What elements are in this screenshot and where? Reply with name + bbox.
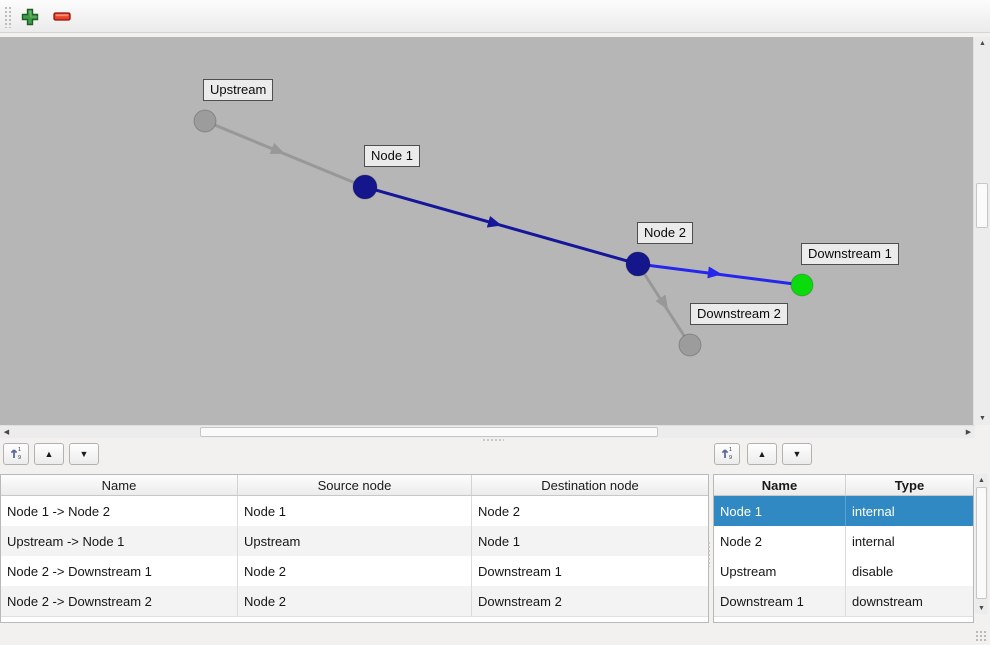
column-header-source[interactable]: Source node <box>238 475 472 495</box>
canvas-vertical-scrollbar[interactable]: ▲ ▼ <box>973 37 990 425</box>
svg-text:9: 9 <box>18 455 21 460</box>
node-upstream[interactable] <box>193 109 217 133</box>
cell-edge-name[interactable]: Node 2 -> Downstream 1 <box>1 556 238 586</box>
edge-node2-downstream1[interactable] <box>637 262 803 287</box>
svg-text:1: 1 <box>18 447 21 453</box>
window-resize-grip[interactable] <box>975 630 988 643</box>
edge-upstream-node1[interactable] <box>204 119 366 189</box>
cell-edge-name[interactable]: Node 2 -> Downstream 2 <box>1 586 238 616</box>
graph-canvas[interactable]: Upstream Node 1 Node 2 Downstream 1 Down… <box>0 37 973 425</box>
cell-edge-source[interactable]: Node 2 <box>238 586 472 616</box>
cell-node-name[interactable]: Upstream <box>714 556 846 586</box>
main-toolbar <box>0 0 990 33</box>
cell-node-type[interactable]: internal <box>852 533 895 549</box>
edges-table-header: Name Source node Destination node <box>1 475 708 496</box>
scroll-left-button[interactable]: ◀ <box>0 426 13 438</box>
cell-node-type[interactable]: disable <box>852 563 894 579</box>
move-node-up-button[interactable]: ▲ <box>747 443 777 465</box>
plus-icon <box>21 8 39 26</box>
node-label-node1[interactable]: Node 1 <box>364 145 420 167</box>
table-row[interactable]: Upstream disable <box>714 556 973 586</box>
toolbar-drag-handle[interactable] <box>4 6 12 28</box>
cell-edge-source[interactable]: Node 2 <box>238 556 472 586</box>
nodes-table: Name Type Node 1 internal Node 2 interna… <box>713 474 974 623</box>
node-downstream1[interactable] <box>790 273 814 297</box>
vertical-scroll-thumb[interactable] <box>976 183 988 228</box>
move-edge-down-button[interactable]: ▼ <box>69 443 99 465</box>
table-row[interactable]: Downstream 1 downstream <box>714 586 973 616</box>
cell-edge-source[interactable]: Node 1 <box>238 496 472 526</box>
scroll-down-button[interactable]: ▼ <box>974 412 990 425</box>
node-label-node2[interactable]: Node 2 <box>637 222 693 244</box>
add-node-button[interactable] <box>19 7 41 27</box>
cell-edge-destination[interactable]: Downstream 1 <box>478 563 562 579</box>
svg-text:1: 1 <box>729 447 732 453</box>
node-node2[interactable] <box>625 251 651 277</box>
node-node1[interactable] <box>352 174 378 200</box>
minus-icon <box>53 12 71 22</box>
sort-nodes-button[interactable]: 1 9 <box>714 443 740 465</box>
table-empty-space <box>714 616 973 622</box>
cell-edge-destination[interactable]: Node 2 <box>478 503 520 519</box>
nodes-table-header: Name Type <box>714 475 973 496</box>
vertical-splitter-handle[interactable] <box>707 541 712 567</box>
sort-edges-button[interactable]: 1 9 <box>3 443 29 465</box>
remove-node-button[interactable] <box>51 7 73 27</box>
horizontal-scroll-thumb[interactable] <box>200 427 658 437</box>
table-empty-space <box>1 616 708 622</box>
up-arrow-icon: ▲ <box>757 449 767 459</box>
edge-node1-node2[interactable] <box>364 185 639 266</box>
scroll-down-button[interactable]: ▼ <box>975 602 988 614</box>
node-label-upstream[interactable]: Upstream <box>203 79 274 101</box>
cell-node-name[interactable]: Node 2 <box>714 526 846 556</box>
table-row[interactable]: Node 2 internal <box>714 526 973 556</box>
scroll-up-button[interactable]: ▲ <box>975 474 988 486</box>
canvas-horizontal-scrollbar[interactable]: ◀ ▶ <box>0 425 975 438</box>
column-header-name[interactable]: Name <box>1 475 238 495</box>
cell-edge-source[interactable]: Upstream <box>238 526 472 556</box>
table-row[interactable]: Upstream -> Node 1 Upstream Node 1 <box>1 526 708 556</box>
column-header-name[interactable]: Name <box>714 475 846 495</box>
cell-node-type[interactable]: downstream <box>852 593 923 609</box>
table-scroll-thumb[interactable] <box>976 487 987 599</box>
down-arrow-icon: ▼ <box>79 449 89 459</box>
cell-node-name[interactable]: Node 1 <box>714 496 846 526</box>
column-header-destination[interactable]: Destination node <box>541 477 639 493</box>
node-downstream2[interactable] <box>678 333 702 357</box>
horizontal-splitter-handle[interactable] <box>482 438 504 443</box>
table-row-selected[interactable]: Node 1 internal <box>714 496 973 526</box>
scroll-right-button[interactable]: ▶ <box>962 426 975 438</box>
sort-ascending-icon: 1 9 <box>9 446 23 462</box>
svg-text:9: 9 <box>729 455 732 460</box>
edge-node2-downstream2[interactable] <box>636 263 692 346</box>
table-row[interactable]: Node 2 -> Downstream 1 Node 2 Downstream… <box>1 556 708 586</box>
cell-edge-destination[interactable]: Node 1 <box>478 533 520 549</box>
cell-edge-name[interactable]: Node 1 -> Node 2 <box>1 496 238 526</box>
table-row[interactable]: Node 2 -> Downstream 2 Node 2 Downstream… <box>1 586 708 616</box>
cell-edge-name[interactable]: Upstream -> Node 1 <box>1 526 238 556</box>
table-row[interactable]: Node 1 -> Node 2 Node 1 Node 2 <box>1 496 708 526</box>
cell-node-type[interactable]: internal <box>852 503 895 519</box>
node-label-downstream2[interactable]: Downstream 2 <box>690 303 788 325</box>
sort-ascending-icon: 1 9 <box>720 446 734 462</box>
edges-table: Name Source node Destination node Node 1… <box>0 474 709 623</box>
scroll-up-button[interactable]: ▲ <box>974 37 990 50</box>
node-label-downstream1[interactable]: Downstream 1 <box>801 243 899 265</box>
down-arrow-icon: ▼ <box>792 449 802 459</box>
column-header-type[interactable]: Type <box>894 477 925 493</box>
cell-edge-destination[interactable]: Downstream 2 <box>478 593 562 609</box>
up-arrow-icon: ▲ <box>44 449 54 459</box>
move-edge-up-button[interactable]: ▲ <box>34 443 64 465</box>
cell-node-name[interactable]: Downstream 1 <box>714 586 846 616</box>
move-node-down-button[interactable]: ▼ <box>782 443 812 465</box>
nodes-table-scrollbar[interactable]: ▲ ▼ <box>975 474 988 614</box>
